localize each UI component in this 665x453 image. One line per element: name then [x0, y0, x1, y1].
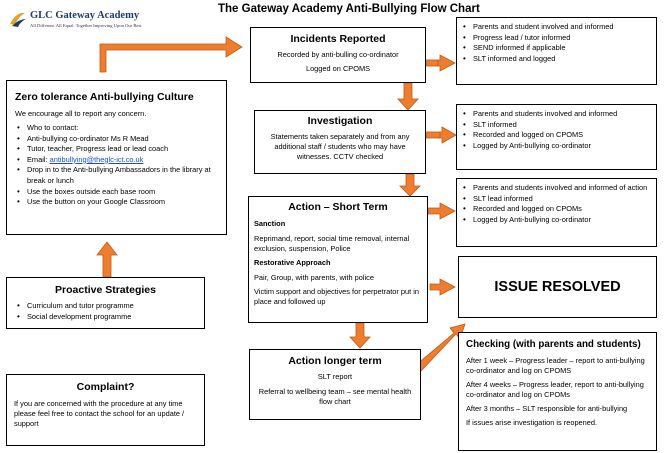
list-item: Progress lead / tutor informed	[461, 33, 652, 44]
info-list-action: Parents and students involved and inform…	[461, 183, 652, 225]
proactive-list: Curriculum and tutor programme Social de…	[15, 301, 196, 322]
proactive-heading: Proactive Strategies	[55, 284, 156, 296]
investigation-box: Investigation Statements taken separatel…	[254, 110, 426, 174]
issue-resolved-text: ISSUE RESOLVED	[494, 279, 621, 295]
email-label: Email:	[27, 154, 50, 164]
arrow-to-resolved	[429, 278, 456, 296]
list-item: SLT informed and logged	[461, 54, 652, 65]
list-item: Drop in to the Anti-bullying Ambassadors…	[15, 165, 218, 186]
list-item: Parents and students involved and inform…	[461, 183, 652, 194]
proactive-box: Proactive Strategies Curriculum and tuto…	[6, 277, 205, 329]
action-short-heading: Action – Short Term	[288, 201, 388, 213]
sanction-label: Sanction	[254, 219, 286, 228]
arrow-to-info-1	[435, 54, 456, 72]
incidents-line-2: Logged on CPOMS	[305, 64, 371, 73]
logo-tagline: All Different. All Equal. Together Impro…	[30, 23, 142, 28]
checking-heading: Checking (with parents and students)	[466, 339, 641, 350]
arrow-longterm-to-checking	[415, 323, 466, 372]
arrow-proactive-to-zero	[96, 241, 118, 278]
list-item: Anti-bullying co-ordinator Ms R Mead	[15, 134, 218, 145]
arrow-investigation-to-action	[399, 173, 421, 197]
list-item: Logged by Anti-bullying co-ordinator	[461, 215, 652, 226]
zero-tolerance-box: Zero tolerance Anti-bullying Culture We …	[6, 80, 227, 235]
info-list-incidents: Parents and student involved and informe…	[461, 22, 652, 64]
complaint-heading: Complaint?	[76, 381, 135, 393]
email-link[interactable]: antibullying@theglc-ict.co.uk	[49, 154, 144, 164]
sanction-text: Reprimand, report, social time removal, …	[254, 234, 410, 253]
complaint-box: Complaint? If you are concerned with the…	[6, 374, 205, 446]
restorative-text: Pair, Group, with parents, with police	[254, 273, 374, 282]
action-long-line-2: Referral to wellbeing team – see mental …	[258, 387, 412, 406]
checking-1-week: After 1 week – Progress leader – report …	[466, 356, 645, 375]
incidents-line-1: Recorded by anti-bulling co-ordinator	[277, 50, 399, 59]
restorative-label: Restorative Approach	[254, 258, 331, 267]
list-item: Recorded and logged on CPOMS	[461, 130, 652, 141]
arrow-to-info-2	[437, 126, 457, 144]
list-item: Social development programme	[15, 312, 196, 323]
action-long-box: Action longer term SLT report Referral t…	[249, 349, 421, 420]
action-short-box: Action – Short Term Sanction Reprimand, …	[248, 196, 428, 323]
info-box-investigation: Parents and students involved and inform…	[456, 104, 657, 170]
list-item: SEND informed if applicable	[461, 43, 652, 54]
contact-list: Who to contact: Anti-bullying co-ordinat…	[15, 123, 218, 208]
arrow-to-info-3	[427, 202, 456, 220]
zero-tolerance-intro: We encourage all to report any concern.	[15, 109, 147, 118]
arrow-zero-to-incidents	[99, 36, 243, 73]
action-long-heading: Action longer term	[288, 355, 382, 367]
logo-name: GLC Gateway Academy	[30, 10, 140, 21]
action-long-line-1: SLT report	[317, 372, 353, 381]
arrow-incidents-to-investigation	[397, 82, 419, 111]
logo-mark-icon	[10, 12, 26, 27]
zero-tolerance-heading: Zero tolerance Anti-bullying Culture	[15, 91, 194, 103]
issue-resolved-box: ISSUE RESOLVED	[458, 256, 657, 318]
incidents-box: Incidents Reported Recorded by anti-bull…	[250, 27, 426, 83]
checking-box: Checking (with parents and students) Aft…	[458, 332, 657, 451]
info-box-action: Parents and students involved and inform…	[456, 178, 657, 247]
list-item: Who to contact:	[15, 123, 218, 134]
school-logo: GLC Gateway Academy All Different. All E…	[6, 8, 166, 38]
list-item: Tutor, teacher, Progress lead or lead co…	[15, 144, 218, 155]
complaint-text: If you are concerned with the procedure …	[14, 399, 185, 428]
list-item: Parents and student involved and informe…	[461, 22, 652, 33]
list-item: Use the button on your Google Classroom	[15, 197, 218, 208]
list-item: SLT informed	[461, 120, 652, 131]
list-item: SLT lead informed	[461, 194, 652, 205]
list-item: Recorded and logged on CPOMs	[461, 204, 652, 215]
investigation-heading: Investigation	[307, 115, 373, 127]
list-item: Use the boxes outside each base room	[15, 187, 218, 198]
info-list-investigation: Parents and students involved and inform…	[461, 109, 652, 151]
investigation-text: Statements taken separately and from any…	[270, 132, 410, 161]
info-box-incidents: Parents and student involved and informe…	[456, 17, 657, 85]
arrow-to-info-2-tail	[425, 131, 441, 139]
incidents-heading: Incidents Reported	[290, 33, 386, 45]
list-item: Parents and students involved and inform…	[461, 109, 652, 120]
list-item: Logged by Anti-bullying co-ordinator	[461, 141, 652, 152]
victim-support-text: Victim support and objectives for perpet…	[254, 287, 420, 306]
checking-reopen: If issues arise investigation is reopene…	[466, 418, 598, 427]
checking-3-months: After 3 months – SLT responsible for ant…	[466, 404, 628, 413]
checking-4-weeks: After 4 weeks – Progress leader, report …	[466, 380, 644, 399]
list-item-email: Email: antibullying@theglc-ict.co.uk	[15, 155, 218, 166]
list-item: Curriculum and tutor programme	[15, 301, 196, 312]
arrow-to-info-1-tail	[425, 59, 439, 67]
page-title: The Gateway Academy Anti-Bullying Flow C…	[218, 3, 480, 15]
arrow-action-to-longterm	[349, 322, 371, 349]
